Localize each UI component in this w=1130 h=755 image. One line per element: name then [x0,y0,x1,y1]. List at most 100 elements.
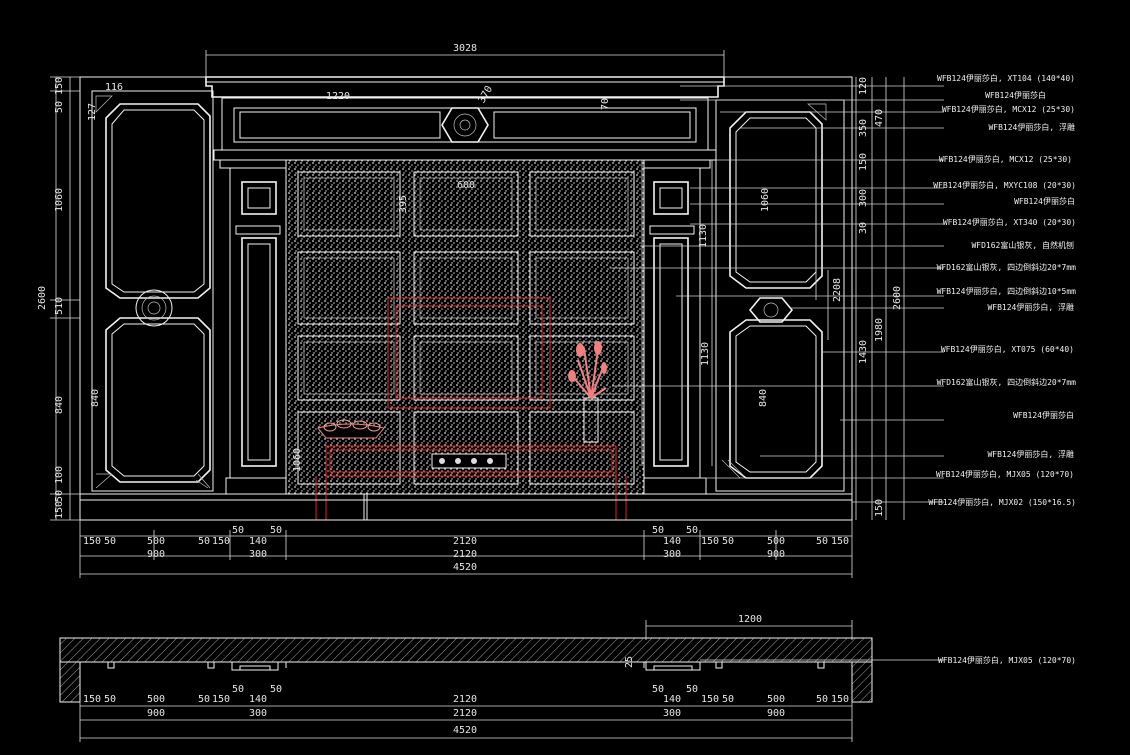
dim-elev-total: 4520 [453,562,477,573]
plan-callout-text: WFB124伊丽莎白, MJX05 (120*70) [938,655,1076,665]
dim-elev-2: 300 [249,549,267,560]
dim-plan-top: 1200 [738,614,762,625]
dimension-texts: 3028 116 127 1220 370 70 600 50 150 1060… [37,43,903,519]
skirting-board [79,499,853,521]
dim-top-annotation: 127 [87,103,98,121]
dim-elev-1: 50 [232,525,244,536]
dim-plan-total: 4520 [453,725,477,736]
rosette-carving [135,289,173,327]
dim-plan-1: 150 [83,694,101,705]
dim-top-overall: 3028 [453,43,477,54]
left-panels [91,90,214,492]
dim-plan-side: 25 [624,656,635,668]
callout-text: WFB124伊丽莎白, MCX12 (25*30) [942,104,1075,114]
dim-right-vertical: 300 [858,189,869,207]
callout-text: WFB124伊丽莎白, MJX02 (150*16.5) [928,497,1076,507]
right-panels [715,99,845,492]
plan-dims: 1200 25 150 50 500 50 150 50 140 50 2120… [83,614,849,736]
dim-elev-2: 2120 [453,549,477,560]
central-stone-frame [285,159,645,495]
dim-elev-1: 150 [701,536,719,547]
dim-plan-1: 50 [652,684,664,695]
dim-plan-2: 900 [147,708,165,719]
dim-plan-2: 300 [663,708,681,719]
dim-right-vertical: 1130 [700,342,711,366]
dim-plan-2: 2120 [453,708,477,719]
dim-right-vertical: 470 [874,109,885,127]
dim-elev-1: 50 [686,525,698,536]
dim-left-vertical: 510 [54,297,65,315]
dim-right-vertical: 30 [858,222,869,234]
callout-leaders [610,85,944,503]
dim-elev-2: 900 [147,549,165,560]
dim-plan-1: 50 [270,684,282,695]
dim-right-vertical: 840 [758,389,769,407]
dim-left-vertical: 150 [54,501,65,519]
dim-plan-1: 50 [198,694,210,705]
dim-elev-1: 2120 [453,536,477,547]
dim-right-vertical: 1980 [874,318,885,342]
dim-right-vertical: 2208 [832,278,843,302]
callout-text: WFB124伊丽莎白, MCX12 (25*30) [939,154,1072,164]
dim-plan-2: 300 [249,708,267,719]
dim-plan-1: 150 [831,694,849,705]
callout-text: WFB124伊丽莎白, XT075 (60*40) [941,344,1074,354]
callout-text: WFB124伊丽莎白 [1014,196,1075,206]
right-pilaster [639,167,707,495]
dim-elev-1: 150 [831,536,849,547]
dim-elev-1: 50 [816,536,828,547]
plant-vase [568,341,607,443]
dim-plan-1: 500 [147,694,165,705]
dim-inner: 395 [398,195,409,213]
elevation-dims: 150 50 500 50 150 50 140 50 2120 50 140 … [83,525,849,573]
dim-right-vertical: 1430 [858,340,869,364]
dim-plan-1: 150 [701,694,719,705]
callout-text: WFB124伊丽莎白, 四边倒斜边10*5mm [937,286,1077,296]
callout-text: WFB124伊丽莎白, MXYC108 (20*30) [933,180,1076,190]
material-callouts: WFB124伊丽莎白, XT104 (140*40) WFB124伊丽莎白 WF… [928,73,1076,665]
fruit-bowl [317,419,385,439]
right-rosette [748,297,794,323]
dim-elev-1: 150 [212,536,230,547]
dim-left-vertical: 2600 [37,286,48,310]
dim-elev-1: 50 [104,536,116,547]
center-medallion [441,107,489,143]
callout-text: WFD162富山银灰, 四边倒斜边20*7mm [937,262,1077,272]
dim-left-vertical: 50 100 [54,466,65,502]
elevation-view [79,76,853,521]
dim-plan-1: 140 [663,694,681,705]
cornice [205,76,725,169]
dim-top-annotation: 1220 [326,91,350,102]
callout-text: WFB124伊丽莎白, MJX05 (120*70) [936,469,1074,479]
dim-elev-1: 50 [722,536,734,547]
callout-text: WFD162富山银灰, 四边倒斜边20*7mm [937,377,1077,387]
left-pilaster [225,167,293,495]
dim-plan-1: 140 [249,694,267,705]
dim-plan-1: 50 [816,694,828,705]
dim-elev-1: 150 [83,536,101,547]
dim-left-vertical: 1060 [54,188,65,212]
dim-elev-1: 140 [249,536,267,547]
dim-right-vertical: 150 [858,153,869,171]
dim-inner: 1060 [292,448,303,472]
dim-elev-2: 900 [767,549,785,560]
dim-plan-1: 50 [232,684,244,695]
dim-elev-1: 140 [663,536,681,547]
callout-text: WFD162富山银灰, 自然机刨 [971,240,1074,250]
dim-elev-1: 50 [652,525,664,536]
dim-inner: 840 [90,389,101,407]
dim-plan-1: 50 [686,684,698,695]
dim-plan-1: 150 [212,694,230,705]
dim-elev-2: 300 [663,549,681,560]
dim-right-vertical: 2600 [892,286,903,310]
dim-elev-1: 50 [198,536,210,547]
callout-text: WFB124伊丽莎白 [1013,410,1074,420]
dim-right-vertical: 120 [858,77,869,95]
callout-text: WFB124伊丽莎白, 浮雕 [988,122,1075,132]
dim-plan-1: 50 [722,694,734,705]
callout-text: WFB124伊丽莎白, 浮雕 [987,449,1074,459]
callout-text: WFB124伊丽莎白, XT340 (20*30) [943,217,1076,227]
dim-top-annotation: 600 [457,180,475,191]
dim-plan-1: 2120 [453,694,477,705]
